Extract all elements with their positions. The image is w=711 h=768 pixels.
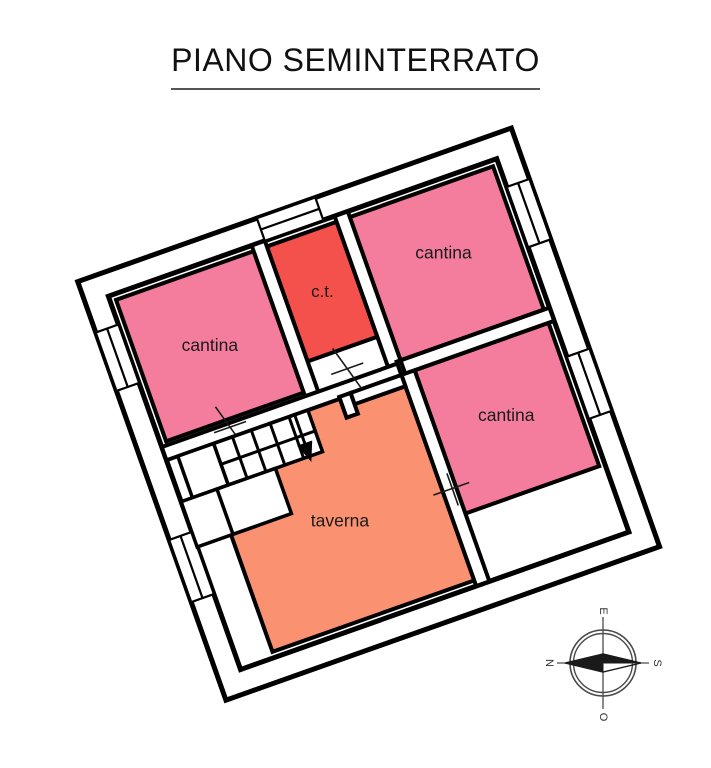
compass-needle-fill-nw: [565, 654, 603, 663]
wall-openings: [94, 177, 613, 604]
stair-direction-arrow: [292, 412, 313, 462]
door-mark-ct-cross: [330, 362, 364, 376]
window-right-upper-mullion: [517, 182, 541, 244]
title-block: PIANO SEMINTERRATO: [0, 42, 711, 90]
door-mark-cantina-br-cross: [446, 473, 460, 506]
compass-needle-fill-sw: [565, 663, 603, 672]
room-fills: [113, 163, 602, 655]
window-left-lower-mullion: [179, 535, 204, 599]
window-top-ct-mullion: [260, 207, 320, 231]
plan-rotation-group: cantina c.t. cantina cantina taverna: [74, 124, 663, 704]
partition-landing-stub-return: [336, 390, 361, 421]
stair-treads: [220, 416, 316, 479]
compass-label-south: S: [651, 659, 663, 666]
interior-walls: [159, 208, 557, 589]
compass-rose: E S O N: [543, 607, 663, 721]
partition-cantina-cantina: [397, 305, 557, 377]
page-title: PIANO SEMINTERRATO: [171, 42, 540, 90]
compass-label-east: E: [597, 607, 609, 614]
stair-arrow-head: [297, 440, 313, 462]
compass-needle-fill-ne: [603, 654, 641, 663]
window-right-lower-mullion: [577, 352, 602, 416]
compass-label-west: O: [597, 713, 609, 722]
door-mark-cantina-tl-cross: [213, 420, 247, 434]
door-mark-cantina-br: [433, 481, 470, 496]
window-left-upper-mullion: [106, 328, 129, 388]
stair-stringer: [220, 429, 316, 466]
staircase: [175, 407, 325, 550]
compass-label-north: N: [543, 659, 555, 667]
